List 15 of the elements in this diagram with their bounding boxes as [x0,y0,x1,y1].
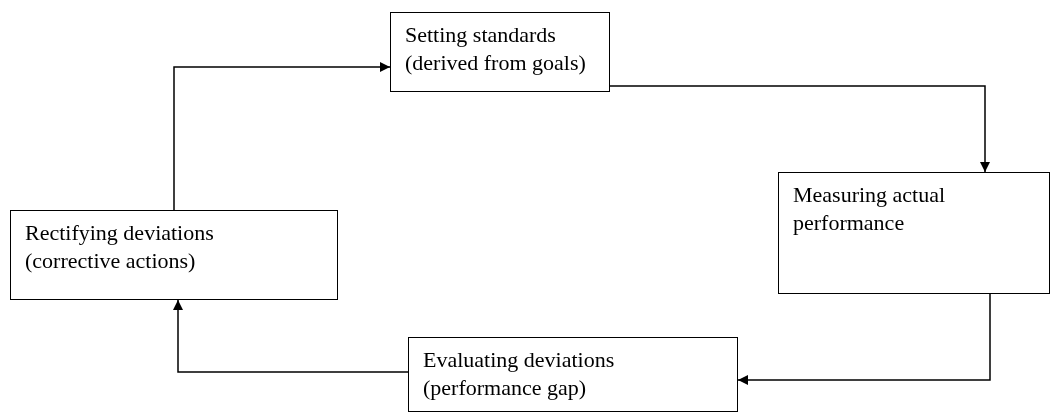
arrow [173,62,391,211]
box-text: (performance gap) [423,374,588,402]
box-text: (corrective actions) [25,247,197,275]
box-text: (derived from goals) [405,49,587,77]
process-box [408,337,738,412]
arrow [609,85,990,173]
process-box [778,172,1050,294]
box-text: Evaluating deviations [423,346,616,374]
process-box [10,210,338,300]
process-box [390,12,610,92]
box-text: Measuring actual performance [793,181,947,237]
box-text: Rectifying deviations [25,219,215,247]
arrow [173,299,409,373]
box-text: Setting standards [405,21,557,49]
arrow [737,293,991,385]
